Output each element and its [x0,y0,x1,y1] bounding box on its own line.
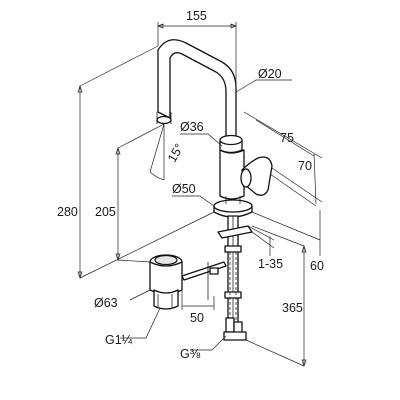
dimension-labels: 155 Ø20 Ø36 15° 75 70 Ø50 280 205 1-35 6… [57,9,324,361]
pull-rod [181,261,227,281]
mixer-body [156,39,273,218]
label-hose-thread: G⅜ [180,347,201,361]
label-body-diameter: Ø36 [180,120,204,134]
label-handle-depth-b: 70 [298,159,312,173]
label-base-diameter: Ø50 [172,182,196,196]
label-spout-diameter: Ø20 [258,67,282,81]
label-spout-height: 205 [95,205,116,219]
label-swivel-angle: 15° [165,141,187,164]
label-waste-thread: G1¼ [105,333,133,347]
mounting-hardware [217,215,253,341]
label-base-offset: 60 [310,259,324,273]
label-total-height: 280 [57,205,78,219]
label-waste-diameter: Ø63 [94,296,118,310]
body-cylinder [219,149,245,200]
label-waste-offset: 50 [190,311,204,325]
label-spout-reach: 155 [186,9,207,23]
label-handle-depth-a: 75 [280,131,294,145]
dimension-lines [77,22,323,368]
aerator [156,115,172,125]
label-deck-thickness: 1-35 [258,257,283,271]
lever-handle [241,156,273,196]
label-hose-length: 365 [282,301,303,315]
hose-fitting [223,331,247,341]
pop-up-waste [149,254,227,310]
